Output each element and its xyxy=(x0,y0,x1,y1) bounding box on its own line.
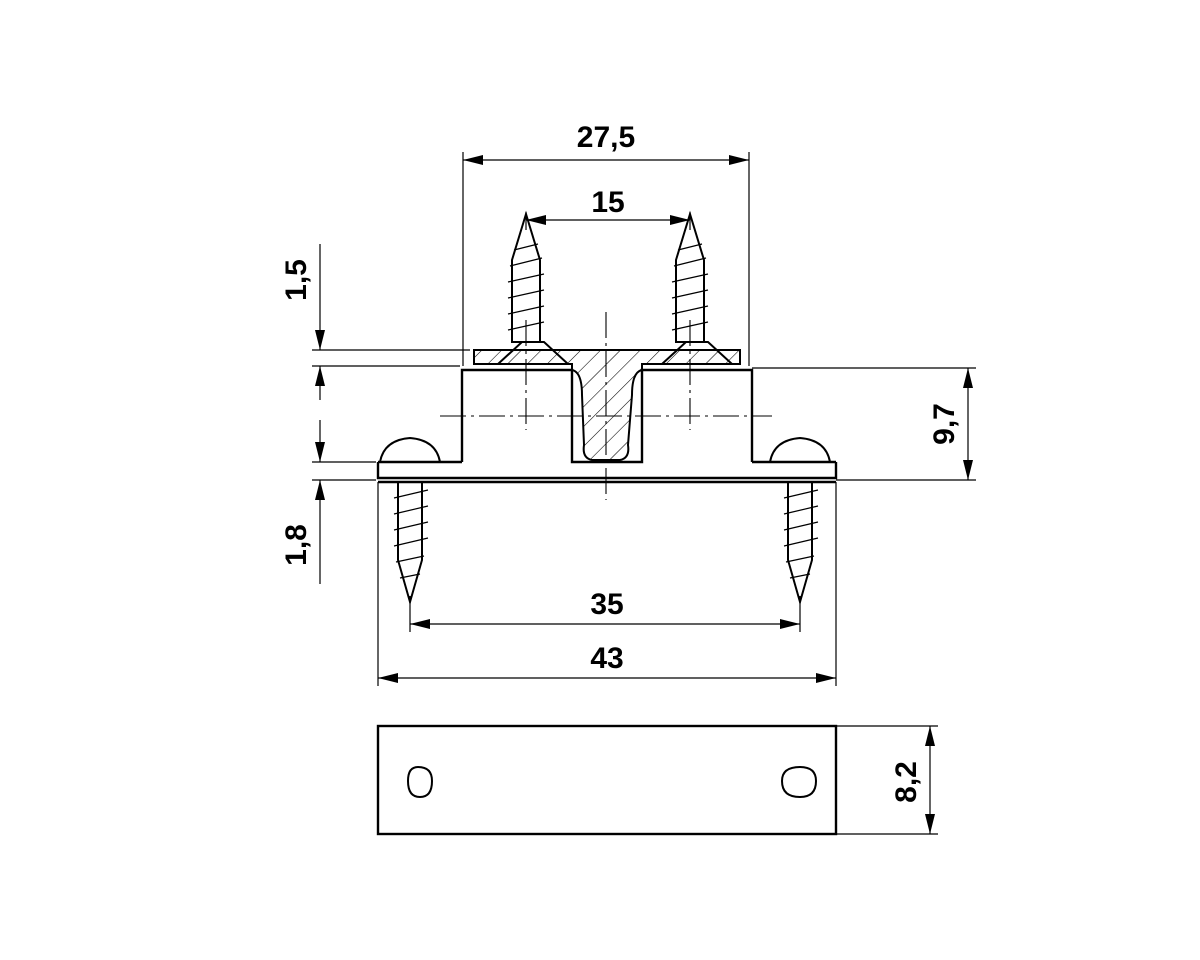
screw-bottom-left xyxy=(378,436,442,606)
screw-top-left xyxy=(495,210,571,365)
center-lines xyxy=(440,312,772,500)
dim-top-width: 27,5 xyxy=(577,121,635,154)
base-plate-top xyxy=(376,724,838,836)
dim-overall-width: 43 xyxy=(590,642,623,675)
base-plate xyxy=(376,460,838,484)
dimension-labels: 27,5 15 1,5 1,8 9,7 35 43 8,2 xyxy=(280,121,961,803)
dim-base-thickness: 1,8 xyxy=(280,524,313,566)
slot-hole-left xyxy=(406,765,434,799)
slot-hole-right xyxy=(780,765,818,799)
channel-body xyxy=(460,368,754,464)
dim-screw-spacing-top: 15 xyxy=(591,186,624,219)
front-view xyxy=(376,210,838,606)
dim-body-height: 9,7 xyxy=(928,403,961,445)
dim-plate-depth: 8,2 xyxy=(890,761,923,803)
screw-bottom-right xyxy=(768,436,832,606)
dim-screw-spacing-bottom: 35 xyxy=(590,588,623,621)
screw-top-right xyxy=(659,210,735,365)
top-strip-section xyxy=(473,349,741,461)
dimension-lines xyxy=(312,152,976,835)
dim-plate-thickness: 1,5 xyxy=(280,259,313,301)
top-view xyxy=(376,724,838,836)
